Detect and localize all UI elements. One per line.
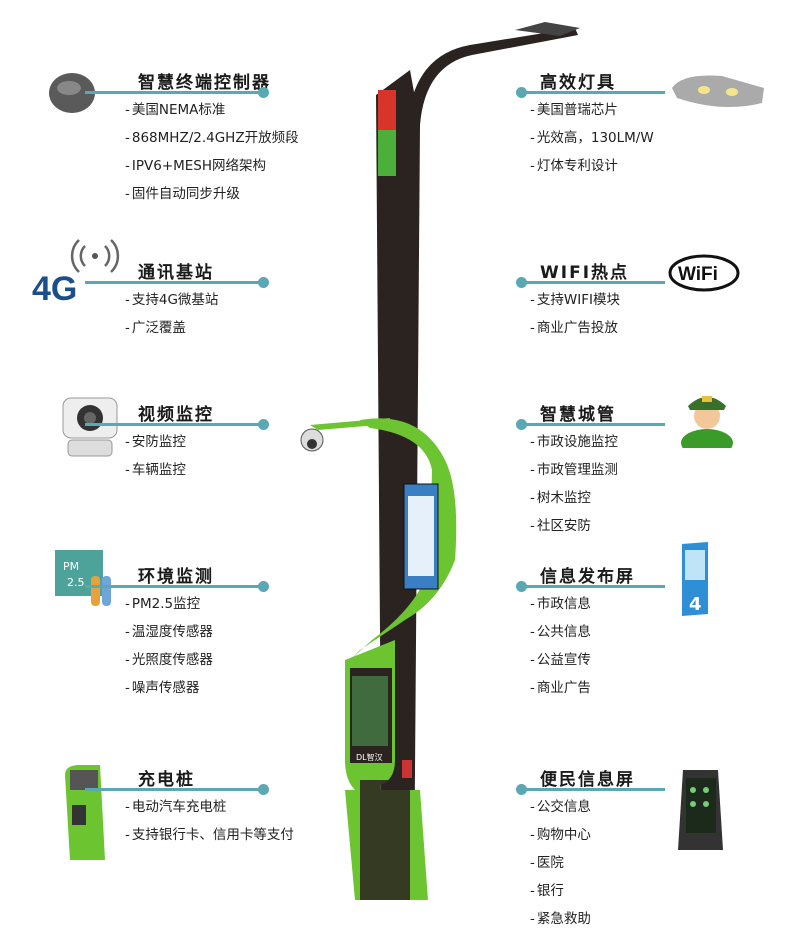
connector-line — [85, 277, 269, 288]
feature-title: 信息发布屏 — [540, 567, 635, 587]
feature-item: 支持银行卡、信用卡等支付 — [125, 821, 294, 849]
feature-title: 环境监测 — [138, 567, 214, 587]
feature-title: 充电桩 — [138, 770, 195, 790]
feature-item: 灯体专利设计 — [530, 152, 654, 180]
feature-title: 高效灯具 — [540, 73, 616, 93]
feature-list: 市政信息公共信息公益宣传商业广告 — [530, 590, 591, 702]
feature-item: 树木监控 — [530, 484, 618, 512]
feature-item: 支持4G微基站 — [125, 286, 219, 314]
feature-item: 温湿度传感器 — [125, 618, 213, 646]
feature-title: 通讯基站 — [138, 263, 214, 283]
connector-line — [516, 581, 665, 592]
feature-list: 支持4G微基站广泛覆盖 — [125, 286, 219, 342]
svg-text:WiFi: WiFi — [678, 264, 718, 285]
feature-item: 光照度传感器 — [125, 646, 213, 674]
feature-item: 广泛覆盖 — [125, 314, 218, 342]
feature-list: PM2.5监控温湿度传感器光照度传感器噪声传感器 — [125, 590, 213, 702]
feature-item: 公交信息 — [530, 793, 591, 821]
connector-line — [516, 87, 665, 98]
svg-text:2.5: 2.5 — [67, 576, 85, 589]
feature-item: 美国普瑞芯片 — [530, 96, 654, 124]
feature-list: 公交信息购物中心医院银行紧急救助 — [530, 793, 591, 933]
feature-item: 车辆监控 — [125, 456, 186, 484]
connector-line — [516, 784, 665, 795]
connector-line — [85, 419, 269, 430]
connector-line — [85, 581, 269, 592]
feature-title: 视频监控 — [138, 405, 214, 425]
feature-item: 固件自动同步升级 — [125, 180, 299, 208]
feature-title: WIFI热点 — [540, 263, 630, 283]
feature-item: 商业广告投放 — [530, 314, 620, 342]
feature-list: 支持WIFI模块商业广告投放 — [530, 286, 620, 342]
feature-item: 噪声传感器 — [125, 674, 213, 702]
feature-item: 支持WIFI模块 — [530, 286, 620, 314]
feature-item: 市政设施监控 — [530, 428, 618, 456]
feature-item: 光效高，130LM/W — [530, 124, 654, 152]
feature-item: 安防监控 — [125, 428, 186, 456]
feature-item: 电动汽车充电桩 — [125, 793, 294, 821]
feature-item: 公益宣传 — [530, 646, 591, 674]
feature-item: 商业广告 — [530, 674, 591, 702]
svg-text:4G: 4G — [32, 270, 77, 308]
connector-line — [85, 784, 269, 795]
svg-text:4: 4 — [689, 594, 702, 615]
feature-title: 智慧城管 — [540, 405, 616, 425]
feature-title: 便民信息屏 — [540, 770, 635, 790]
connector-line — [85, 87, 269, 98]
connector-line — [516, 419, 665, 430]
feature-item: 购物中心 — [530, 821, 591, 849]
feature-item: 银行 — [530, 877, 591, 905]
feature-list: 市政设施监控市政管理监测树木监控社区安防 — [530, 428, 618, 540]
feature-item: PM2.5监控 — [125, 590, 213, 618]
feature-item: IPV6+MESH网络架构 — [125, 152, 299, 180]
feature-item: 美国NEMA标准 — [125, 96, 299, 124]
feature-list: 美国普瑞芯片光效高，130LM/W灯体专利设计 — [530, 96, 654, 180]
feature-list: 美国NEMA标准868MHZ/2.4GHZ开放频段IPV6+MESH网络架构固件… — [125, 96, 299, 208]
feature-item: 市政管理监测 — [530, 456, 618, 484]
connector-line — [516, 277, 665, 288]
feature-item: 紧急救助 — [530, 905, 591, 933]
feature-item: 868MHZ/2.4GHZ开放频段 — [125, 124, 299, 152]
feature-list: 电动汽车充电桩支持银行卡、信用卡等支付 — [125, 793, 294, 849]
feature-item: 市政信息 — [530, 590, 591, 618]
feature-title: 智慧终端控制器 — [138, 73, 271, 93]
feature-item: 医院 — [530, 849, 591, 877]
svg-text:PM: PM — [63, 560, 79, 573]
feature-item: 公共信息 — [530, 618, 591, 646]
feature-list: 安防监控车辆监控 — [125, 428, 186, 484]
pole-brand-label: DL智汉 — [356, 753, 383, 762]
feature-item: 社区安防 — [530, 512, 618, 540]
